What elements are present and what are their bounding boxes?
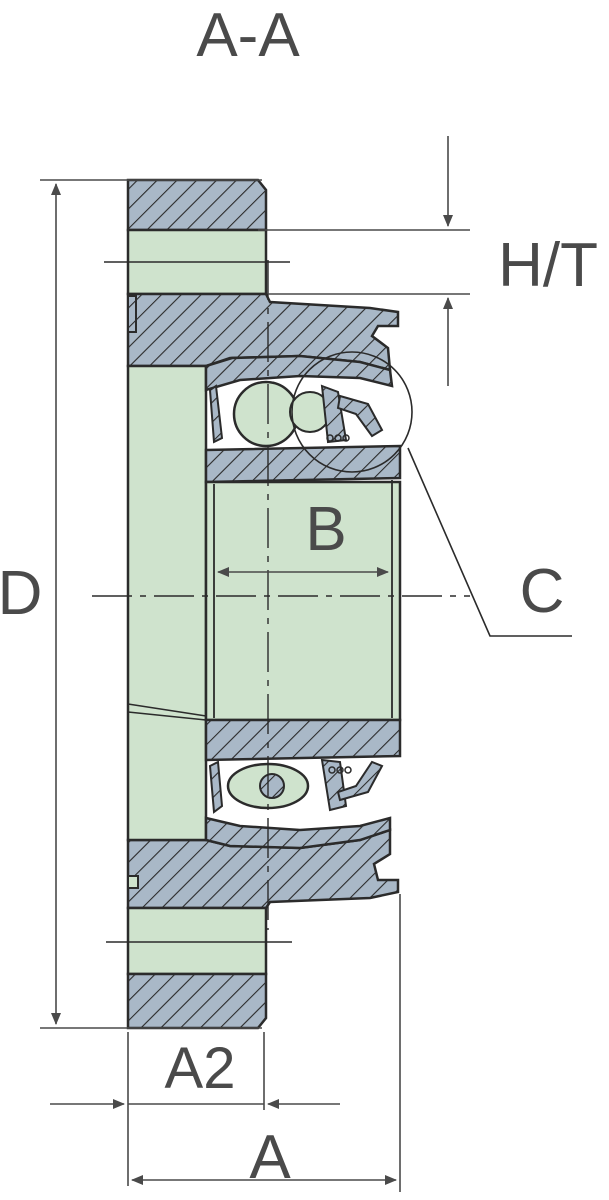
overall-width-label: A <box>249 1123 291 1192</box>
lower-bolt-hole <box>126 906 268 976</box>
dimension-lines <box>40 136 470 1192</box>
inner-ring <box>204 444 402 762</box>
height-thickness-label: H/T <box>498 231 598 300</box>
housing-center <box>126 364 208 842</box>
lower-flange <box>126 972 268 1030</box>
outer-diameter-label: D <box>0 559 42 628</box>
offset-label: A2 <box>165 1036 236 1101</box>
detail-label: C <box>520 557 565 626</box>
outer-ring <box>204 354 394 850</box>
detail-c-callout <box>291 351 572 637</box>
section-label: A-A <box>196 1 300 70</box>
upper-ball <box>232 380 300 448</box>
bore-width-label: B <box>305 495 346 564</box>
upper-flange <box>126 178 268 232</box>
center-lines <box>92 260 470 943</box>
